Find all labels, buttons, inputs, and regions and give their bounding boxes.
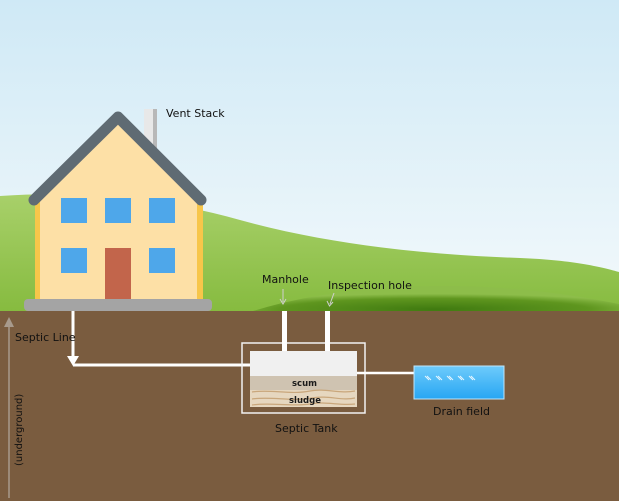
scum-layer — [250, 376, 357, 390]
hill-dark — [250, 286, 619, 312]
vent-stack-label: Vent Stack — [166, 107, 225, 120]
window — [61, 198, 87, 223]
septic-line-pipe — [67, 311, 250, 367]
roof — [28, 111, 207, 206]
door — [105, 248, 131, 300]
septic-line-label: Septic Line — [15, 331, 76, 344]
manhole-label: Manhole — [262, 273, 309, 286]
inspection-hole-label: Inspection hole — [328, 279, 412, 292]
window — [105, 198, 131, 223]
window — [149, 198, 175, 223]
inspection-pointer — [326, 292, 335, 307]
septic-tank — [241, 342, 366, 414]
underground-arrow — [4, 317, 14, 498]
underground-label: (underground) — [14, 394, 25, 466]
septic-tank-outline — [241, 342, 366, 414]
scum-label: scum — [292, 379, 317, 389]
drain-field-label: Drain field — [433, 405, 490, 418]
drain-field — [413, 365, 505, 400]
foundation — [24, 299, 212, 311]
inspection-pipe — [325, 311, 330, 351]
window — [149, 248, 175, 273]
window — [61, 248, 87, 273]
manhole-pipe — [282, 311, 287, 351]
sludge-label: sludge — [289, 396, 321, 406]
manhole-pointer — [279, 289, 287, 305]
house — [24, 109, 212, 311]
septic-tank-label: Septic Tank — [275, 422, 338, 435]
